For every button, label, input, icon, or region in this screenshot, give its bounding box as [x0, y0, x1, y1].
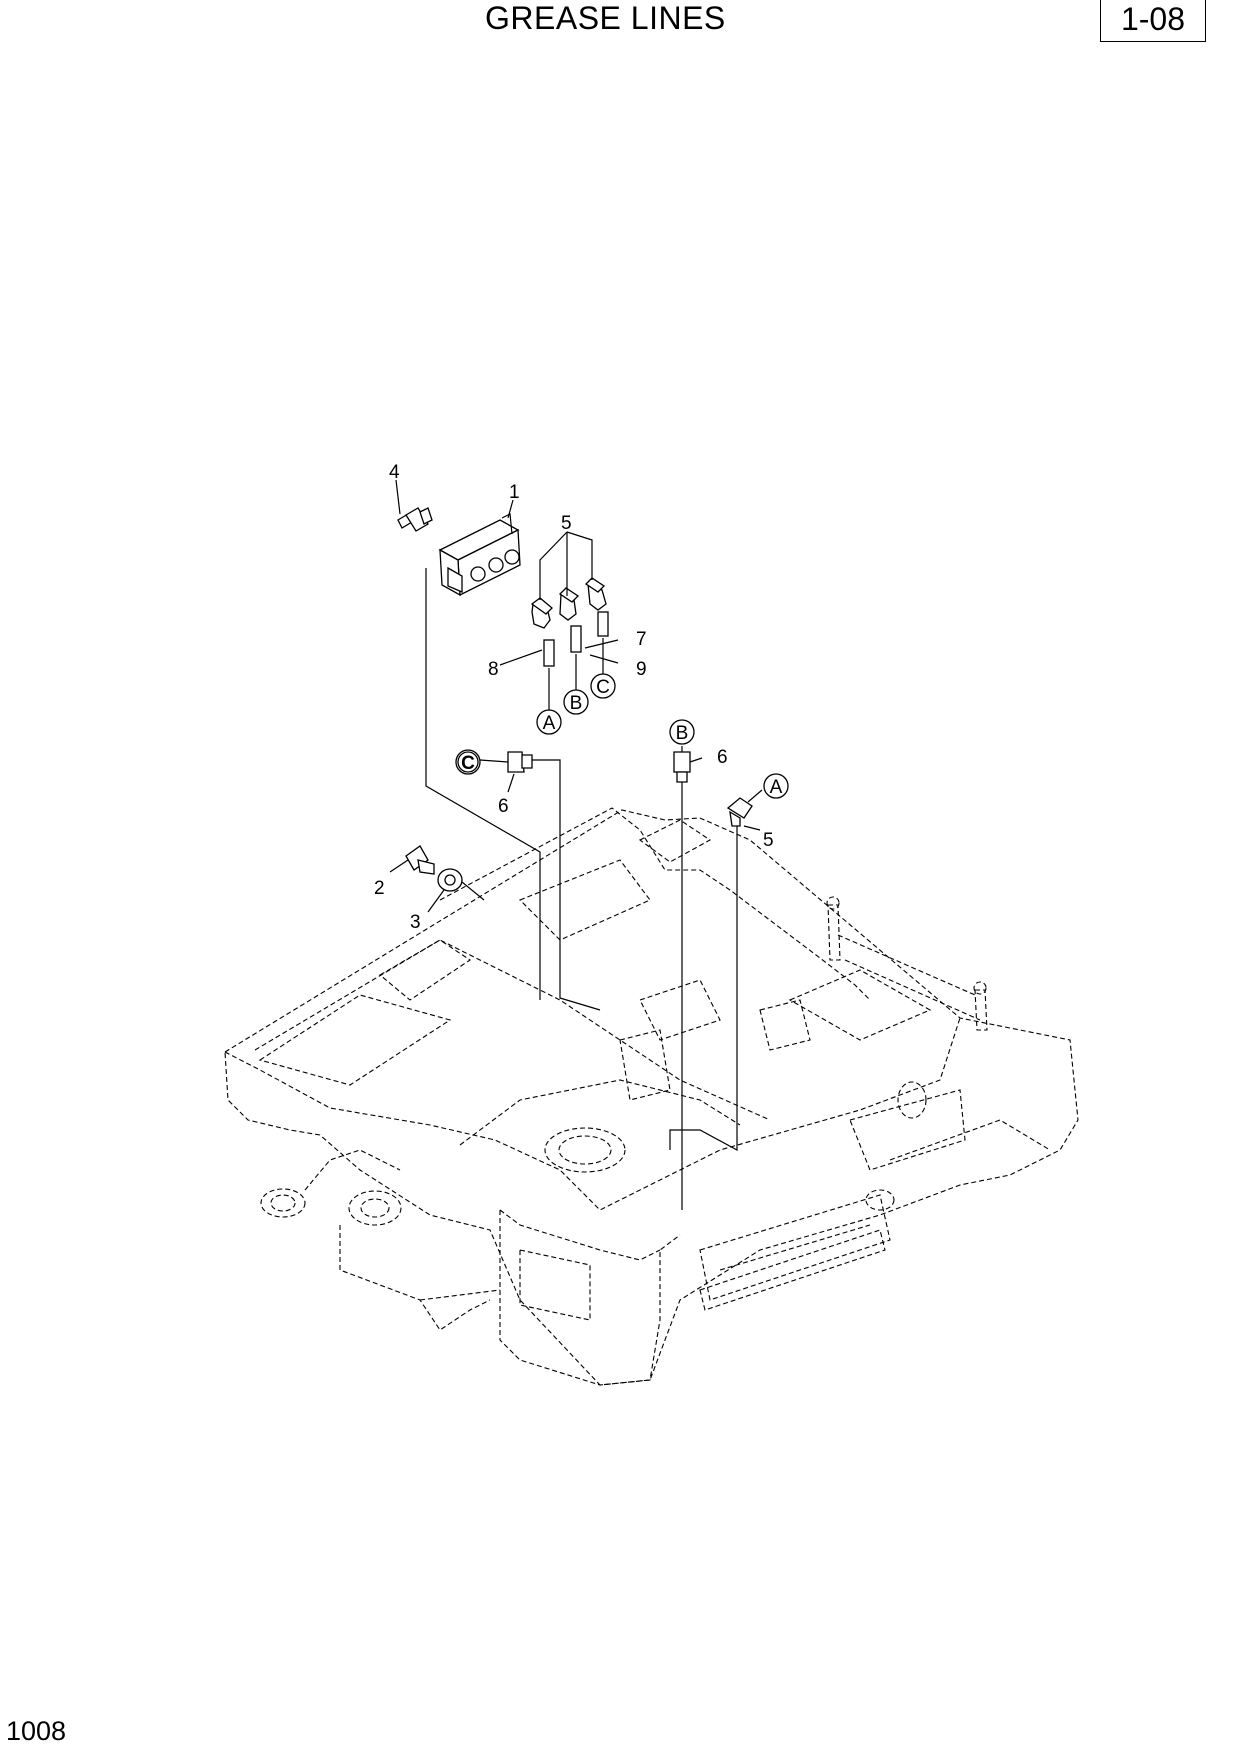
page-number: 1008	[6, 1716, 67, 1746]
connector-bubble-a-right: A	[763, 773, 789, 799]
item-number-6-right: 6	[717, 747, 728, 768]
item-number-7: 7	[636, 629, 647, 650]
connector-bubble-c-top: C	[590, 673, 616, 699]
connector-letter: B	[676, 723, 689, 744]
connector-letter: B	[570, 693, 583, 714]
bolt-part-2	[405, 845, 435, 875]
item-number-8: 8	[488, 659, 499, 680]
elbow-fittings-part-5-upper	[530, 577, 607, 629]
page-title: GREASE LINES	[485, 0, 726, 36]
grease-line-routes	[425, 568, 738, 1210]
fitting-part-6-left	[507, 751, 533, 773]
item-number-2: 2	[374, 878, 385, 899]
leader-lines	[389, 479, 763, 913]
item-number-labels: 4 1 5 7 8 9 6 6 5 2 3	[374, 462, 774, 933]
grease-block-part-1	[438, 513, 521, 597]
item-number-4: 4	[389, 462, 400, 483]
grease-nipple-part-4	[397, 507, 433, 532]
connector-bubble-b-right: B	[669, 719, 695, 745]
fitting-part-6-right	[673, 751, 691, 783]
connector-bubble-c-left: C	[455, 749, 481, 775]
item-number-6-left: 6	[498, 796, 509, 817]
item-number-1: 1	[509, 482, 520, 503]
tube-parts-7-8-9	[543, 611, 609, 667]
connector-bubble-a-top: A	[536, 709, 562, 735]
connector-letter: C	[461, 753, 475, 774]
connector-letter: A	[543, 713, 556, 734]
elbow-fitting-part-5-right	[726, 797, 753, 827]
item-number-3: 3	[410, 912, 421, 933]
connector-letter: A	[770, 777, 783, 798]
upper-frame-outline	[224, 807, 1079, 1386]
connector-bubble-b-top: B	[563, 689, 589, 715]
item-number-5-right: 5	[763, 830, 774, 851]
page-code: 1-08	[1120, 1, 1186, 37]
washer-part-3	[437, 868, 463, 892]
item-number-5-upper: 5	[561, 513, 572, 534]
item-number-9: 9	[636, 659, 647, 680]
connector-letter: C	[596, 677, 610, 698]
page-code-box: 1-08	[1100, 0, 1206, 42]
